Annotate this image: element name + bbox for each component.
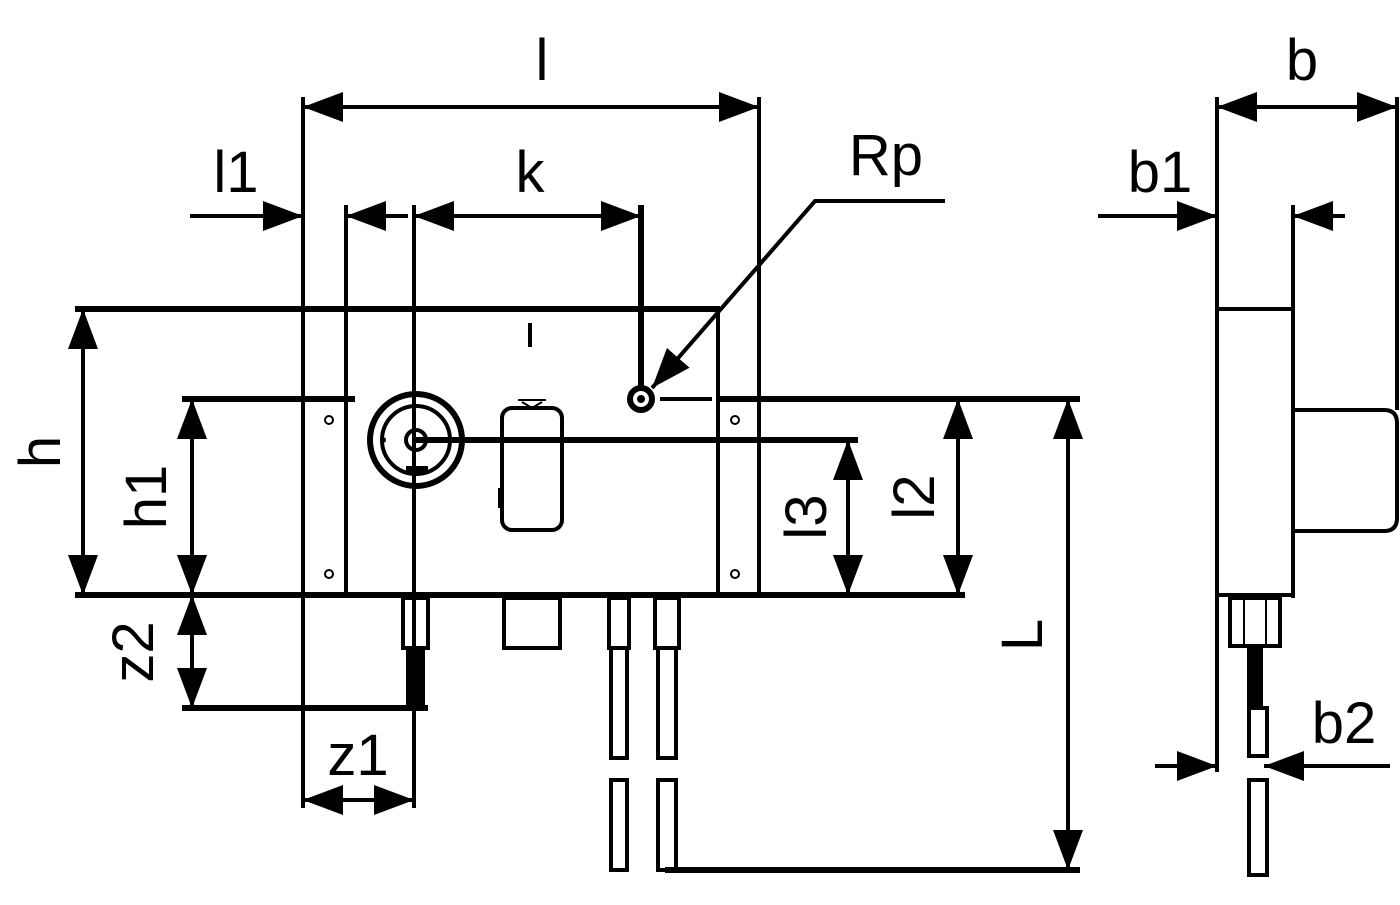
rp-port-center (637, 395, 645, 403)
side-view (1098, 92, 1399, 877)
valve-knob-dot (380, 437, 386, 443)
mounting-hole-tr (730, 415, 740, 425)
mounting-hole-tl (324, 415, 334, 425)
side-connector-inner (1243, 597, 1267, 647)
label-b1: b1 (1128, 140, 1193, 205)
label-h1: h1 (114, 465, 179, 530)
mounting-hole-bl (324, 569, 334, 579)
label-l2: l2 (882, 474, 947, 519)
probe-right-mid (656, 646, 678, 760)
side-connector (1228, 596, 1282, 648)
side-battery-cover (1293, 408, 1399, 533)
probe-left-mid (609, 646, 629, 760)
label-rp: Rp (849, 123, 923, 188)
side-threaded-stem (1247, 646, 1263, 708)
cable-block (502, 596, 562, 650)
side-probe-bottom (1247, 778, 1269, 877)
battery-cap (518, 399, 546, 410)
rp-leader (650, 199, 945, 390)
dimensions-front (68, 92, 1083, 870)
probe-left-bottom (609, 778, 629, 872)
label-h: h (8, 436, 73, 468)
label-l: l (536, 28, 549, 93)
probe-left-top (607, 596, 631, 650)
battery-body (500, 406, 564, 532)
probe-right-top (653, 596, 681, 650)
threaded-stem (406, 648, 425, 706)
side-probe-mid (1247, 706, 1269, 758)
label-z1: z1 (327, 723, 388, 788)
labels: l l1 k Rp b b1 b2 z1 h h1 z2 l3 l2 L (8, 28, 1376, 788)
label-l1: l1 (213, 140, 258, 205)
label-L: L (990, 619, 1055, 651)
label-b2: b2 (1312, 691, 1377, 756)
label-b: b (1286, 28, 1318, 93)
mounting-hole-br (730, 569, 740, 579)
label-l3: l3 (774, 494, 839, 539)
valve-knob-tab (406, 466, 428, 474)
label-z2: z2 (101, 621, 166, 682)
label-k: k (516, 140, 546, 205)
front-view (75, 97, 1080, 873)
probe-right-bottom (656, 778, 678, 872)
